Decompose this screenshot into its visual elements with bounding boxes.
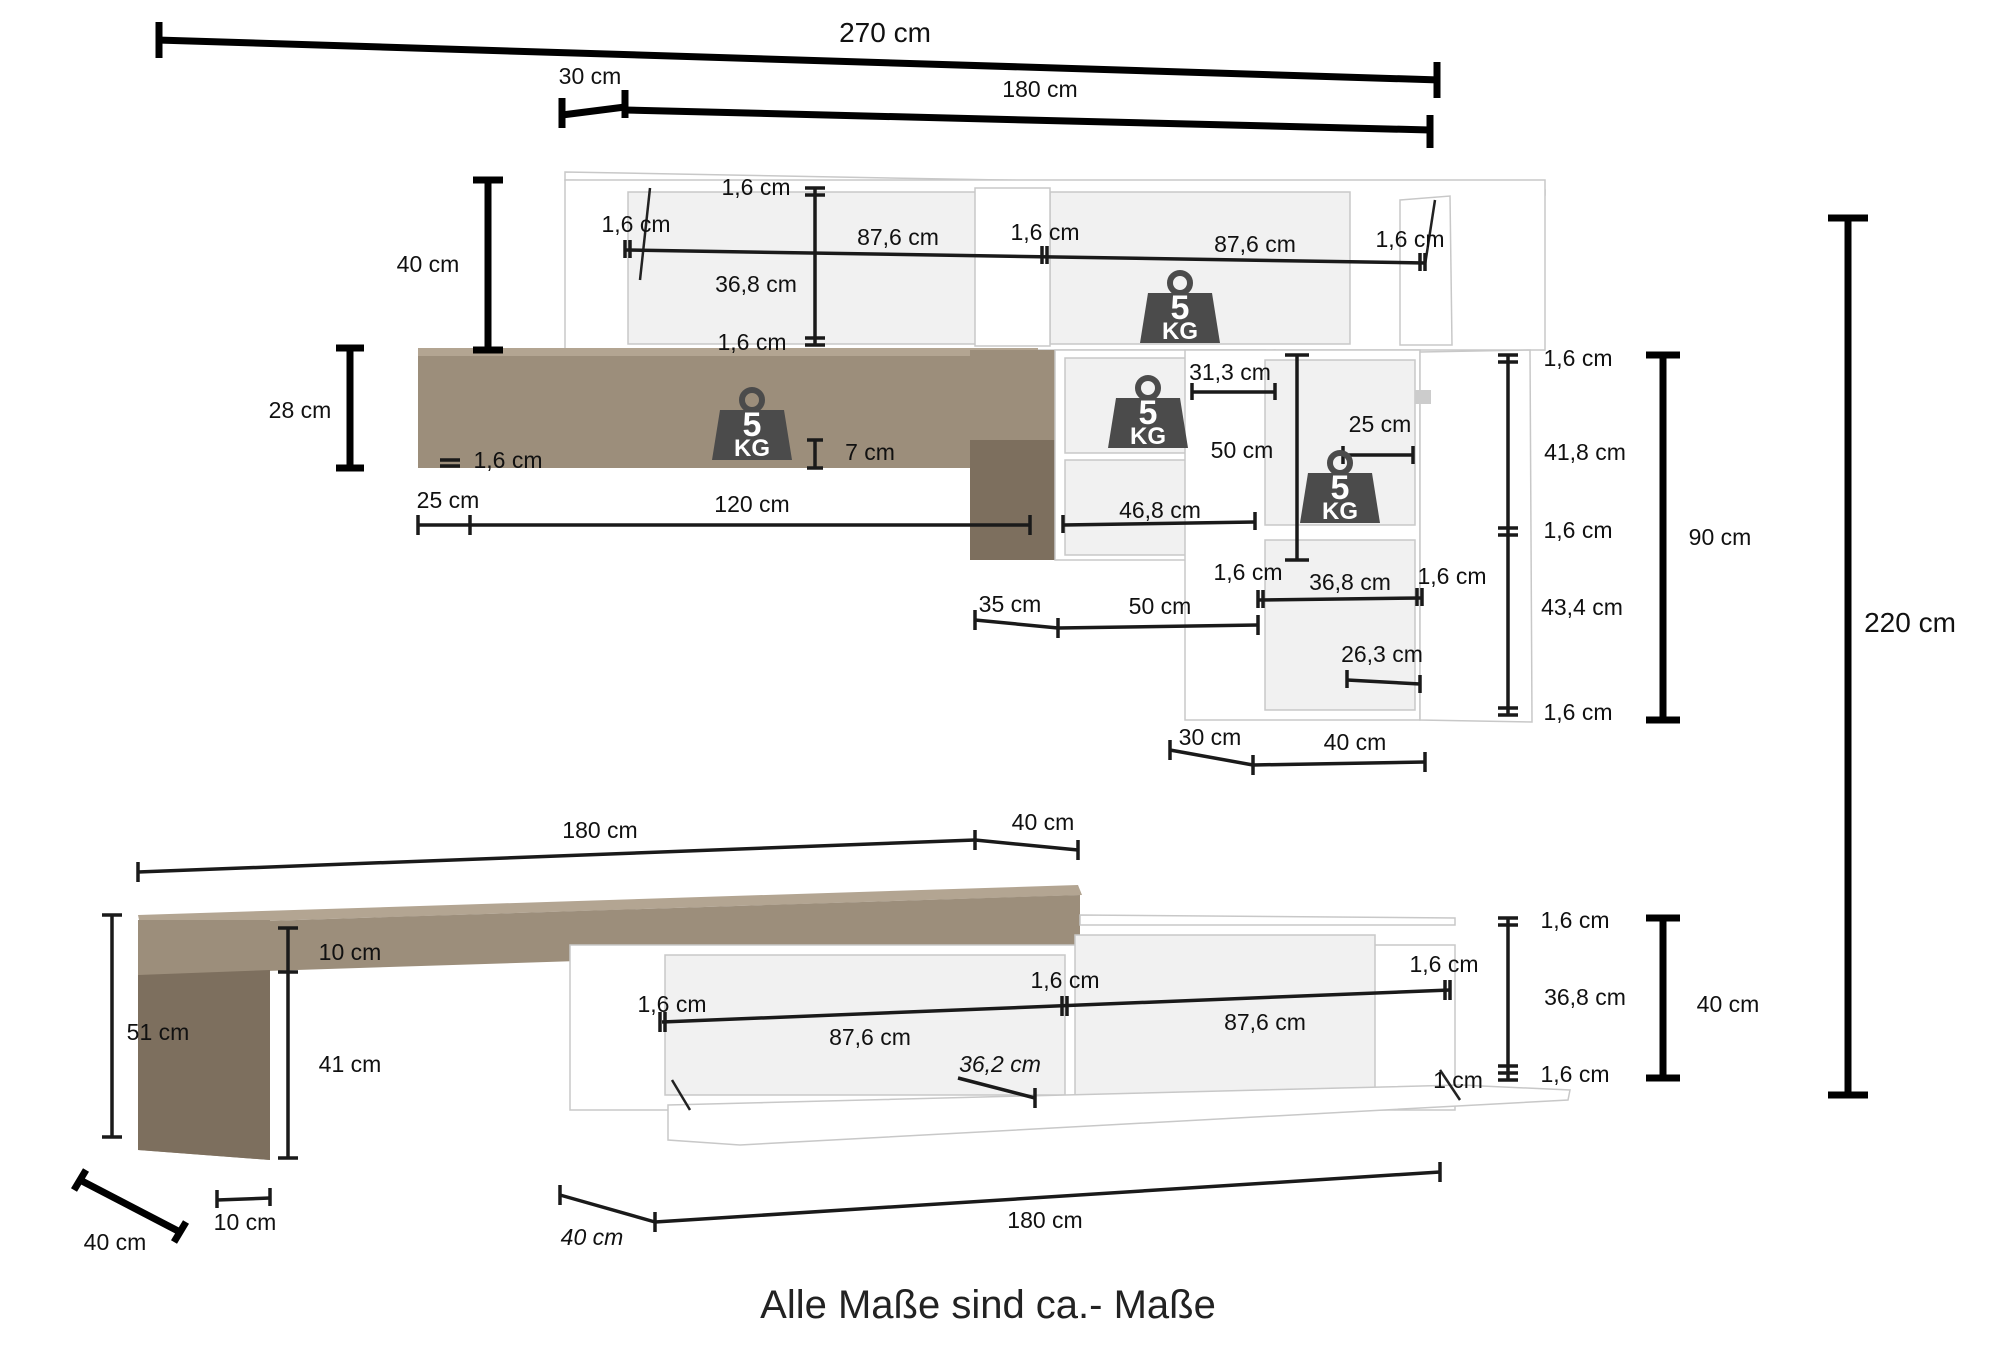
label-top-panel-1: 1,6 cm xyxy=(721,174,790,200)
label-high-26-3: 26,3 cm xyxy=(1341,641,1423,667)
label-top-panel-2: 1,6 cm xyxy=(601,211,670,237)
label-tv-width: 180 cm xyxy=(1007,1207,1082,1233)
weight-5kg-icon: 5 KG xyxy=(1300,450,1380,525)
label-high-40: 40 cm xyxy=(1324,729,1387,755)
label-tv-inner-left: 87,6 cm xyxy=(829,1024,911,1050)
label-bench-41: 41 cm xyxy=(319,1051,382,1077)
label-high-upper-height: 41,8 cm xyxy=(1544,439,1626,465)
label-shelf-25: 25 cm xyxy=(417,487,480,513)
label-high-total-height: 90 cm xyxy=(1689,524,1752,550)
label-high-mid-panel: 1,6 cm xyxy=(1543,517,1612,543)
label-mid-50-height: 50 cm xyxy=(1211,437,1274,463)
label-shelf-thickness: 1,6 cm xyxy=(473,447,542,473)
label-mid-46-8: 46,8 cm xyxy=(1119,497,1201,523)
label-shelf-height: 28 cm xyxy=(269,397,332,423)
weight-badge-number: 5 xyxy=(1331,469,1350,507)
label-high-right-panel: 1,6 cm xyxy=(1417,563,1486,589)
label-high-lower-height: 43,4 cm xyxy=(1541,594,1623,620)
label-tv-top-panel: 1,6 cm xyxy=(1540,907,1609,933)
label-tv-flap: 1 cm xyxy=(1433,1067,1483,1093)
dimension-labels: 270 cm 220 cm 30 cm 180 cm 40 cm 28 cm 1… xyxy=(84,17,1956,1255)
label-bench-51: 51 cm xyxy=(127,1019,190,1045)
label-tv-left-panel: 1,6 cm xyxy=(637,991,706,1017)
wood-bench xyxy=(138,885,1082,1160)
label-high-30: 30 cm xyxy=(1179,724,1242,750)
label-tv-bottom-panel: 1,6 cm xyxy=(1540,1061,1609,1087)
label-mid-31-3: 31,3 cm xyxy=(1189,359,1271,385)
weight-badge-unit: KG xyxy=(734,435,770,462)
weight-badge-number: 5 xyxy=(743,406,762,444)
label-tv-inner-height: 36,8 cm xyxy=(1544,984,1626,1010)
label-total-width: 270 cm xyxy=(839,17,931,48)
tv-board xyxy=(569,914,1571,1146)
weight-badge-unit: KG xyxy=(1130,423,1166,450)
label-high-left-panel: 1,6 cm xyxy=(1213,559,1282,585)
weight-5kg-icon: 5 KG xyxy=(1108,375,1188,450)
weight-5kg-icon: 5 KG xyxy=(1140,270,1220,345)
label-tv-depth: 40 cm xyxy=(561,1224,624,1250)
weight-5kg-icon: 5 KG xyxy=(712,387,792,462)
label-total-height: 220 cm xyxy=(1864,607,1956,638)
dimension-lines xyxy=(70,22,1868,1244)
label-bench-40: 40 cm xyxy=(1012,809,1075,835)
label-tv-mid-panel: 1,6 cm xyxy=(1030,967,1099,993)
label-mid-50-width: 50 cm xyxy=(1129,593,1192,619)
label-high-top-panel: 1,6 cm xyxy=(1543,345,1612,371)
label-bench-180: 180 cm xyxy=(562,817,637,843)
label-tv-inner-right: 87,6 cm xyxy=(1224,1009,1306,1035)
weight-badge-unit: KG xyxy=(1322,498,1358,525)
weight-badge-number: 5 xyxy=(1139,394,1158,432)
label-bench-10: 10 cm xyxy=(319,939,382,965)
weight-badge-unit: KG xyxy=(1162,318,1198,345)
label-tv-right-panel: 1,6 cm xyxy=(1409,951,1478,977)
label-top-offset: 30 cm xyxy=(559,63,622,89)
label-top-width: 180 cm xyxy=(1002,76,1077,102)
label-bench-leg: 10 cm xyxy=(214,1209,277,1235)
label-tv-height: 40 cm xyxy=(1697,991,1760,1017)
label-top-inner-left: 87,6 cm xyxy=(857,224,939,250)
label-high-inner-width: 36,8 cm xyxy=(1309,569,1391,595)
label-top-height: 40 cm xyxy=(397,251,460,277)
label-top-panel-3: 1,6 cm xyxy=(1010,219,1079,245)
high-cabinet xyxy=(1184,349,1533,723)
label-high-bottom-panel: 1,6 cm xyxy=(1543,699,1612,725)
label-top-panel-5: 1,6 cm xyxy=(717,329,786,355)
label-high-25: 25 cm xyxy=(1349,411,1412,437)
label-tv-36-2: 36,2 cm xyxy=(959,1051,1041,1077)
label-top-inner-right: 87,6 cm xyxy=(1214,231,1296,257)
footer-note: Alle Maße sind ca.- Maße xyxy=(760,1283,1216,1327)
weight-badge-number: 5 xyxy=(1171,289,1190,327)
label-shelf-120: 120 cm xyxy=(714,491,789,517)
label-top-panel-4: 1,6 cm xyxy=(1375,226,1444,252)
wood-shelf xyxy=(418,348,1060,560)
label-mid-35: 35 cm xyxy=(979,591,1042,617)
label-top-inner-height: 36,8 cm xyxy=(715,271,797,297)
label-shelf-7: 7 cm xyxy=(845,439,895,465)
label-bench-depth: 40 cm xyxy=(84,1229,147,1255)
